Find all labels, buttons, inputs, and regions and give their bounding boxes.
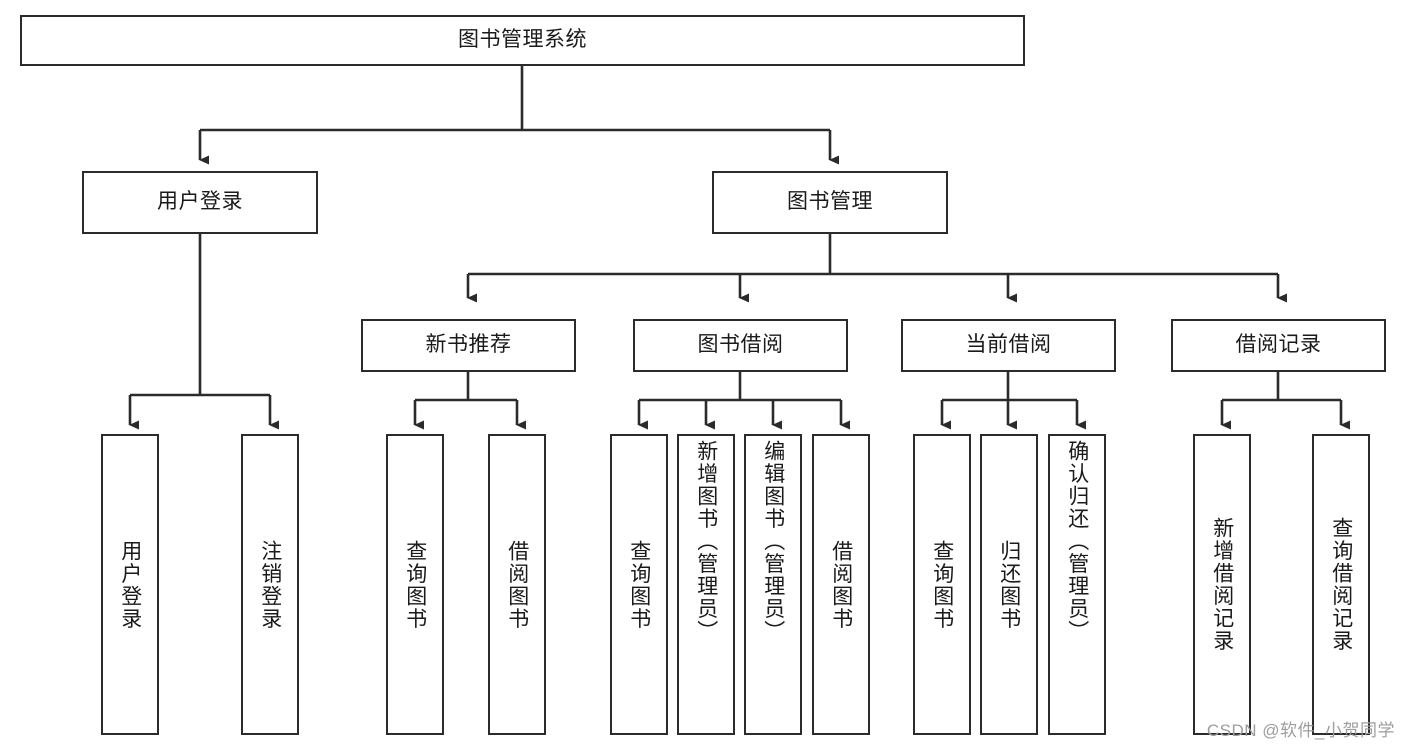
leaf-new-book-borrow-book[interactable]: 借阅图书 [488, 434, 546, 735]
leaf-current-borrow-query-book[interactable]: 查询图书 [913, 434, 971, 735]
csdn-watermark: CSDN @软件_小贺同学 [1206, 721, 1395, 740]
leaf-current-borrow-confirm-return-admin-label: 确认归还（管理员） [1065, 440, 1089, 643]
leaf-book-borrow-borrow-book-label: 借阅图书 [829, 539, 853, 630]
leaf-book-borrow-add-book-admin[interactable]: 新增图书（管理员） [677, 434, 735, 735]
node-new-book-recommendation-label: 新书推荐 [425, 333, 512, 357]
node-borrow-record-label: 借阅记录 [1235, 333, 1322, 357]
leaf-current-borrow-query-book-label: 查询图书 [930, 539, 954, 630]
node-borrow-record[interactable]: 借阅记录 [1171, 319, 1386, 372]
leaf-user-login-logout[interactable]: 注销登录 [241, 434, 299, 735]
leaf-user-login-logout-label: 注销登录 [258, 539, 282, 630]
node-book-borrow[interactable]: 图书借阅 [633, 319, 848, 372]
leaf-borrow-record-add-record-label: 新增借阅记录 [1210, 517, 1234, 652]
leaf-book-borrow-add-book-admin-label: 新增图书（管理员） [694, 440, 718, 643]
leaf-current-borrow-return-book[interactable]: 归还图书 [980, 434, 1038, 735]
node-current-borrow[interactable]: 当前借阅 [901, 319, 1116, 372]
leaf-user-login-login-label: 用户登录 [118, 539, 142, 630]
node-root-label: 图书管理系统 [458, 28, 587, 52]
leaf-book-borrow-query-book-label: 查询图书 [627, 539, 651, 630]
leaf-borrow-record-query-record-label: 查询借阅记录 [1329, 517, 1353, 652]
leaf-book-borrow-query-book[interactable]: 查询图书 [610, 434, 668, 735]
node-user-login-label: 用户登录 [157, 190, 243, 214]
node-root-book-management-system[interactable]: 图书管理系统 [20, 15, 1025, 66]
leaf-new-book-borrow-book-label: 借阅图书 [505, 539, 529, 630]
leaf-current-borrow-confirm-return-admin[interactable]: 确认归还（管理员） [1048, 434, 1106, 735]
node-user-login[interactable]: 用户登录 [82, 171, 318, 234]
node-new-book-recommendation[interactable]: 新书推荐 [361, 319, 576, 372]
leaf-new-book-query-book-label: 查询图书 [403, 539, 427, 630]
node-book-management[interactable]: 图书管理 [712, 171, 948, 234]
node-book-management-label: 图书管理 [787, 190, 873, 214]
leaf-book-borrow-edit-book-admin-label: 编辑图书（管理员） [761, 440, 785, 643]
node-book-borrow-label: 图书借阅 [697, 333, 784, 357]
leaf-new-book-query-book[interactable]: 查询图书 [386, 434, 444, 735]
leaf-borrow-record-add-record[interactable]: 新增借阅记录 [1193, 434, 1251, 735]
node-current-borrow-label: 当前借阅 [965, 333, 1052, 357]
leaf-borrow-record-query-record[interactable]: 查询借阅记录 [1312, 434, 1370, 735]
leaf-book-borrow-borrow-book[interactable]: 借阅图书 [812, 434, 870, 735]
leaf-user-login-login[interactable]: 用户登录 [101, 434, 159, 735]
leaf-book-borrow-edit-book-admin[interactable]: 编辑图书（管理员） [744, 434, 802, 735]
leaf-current-borrow-return-book-label: 归还图书 [997, 539, 1021, 630]
